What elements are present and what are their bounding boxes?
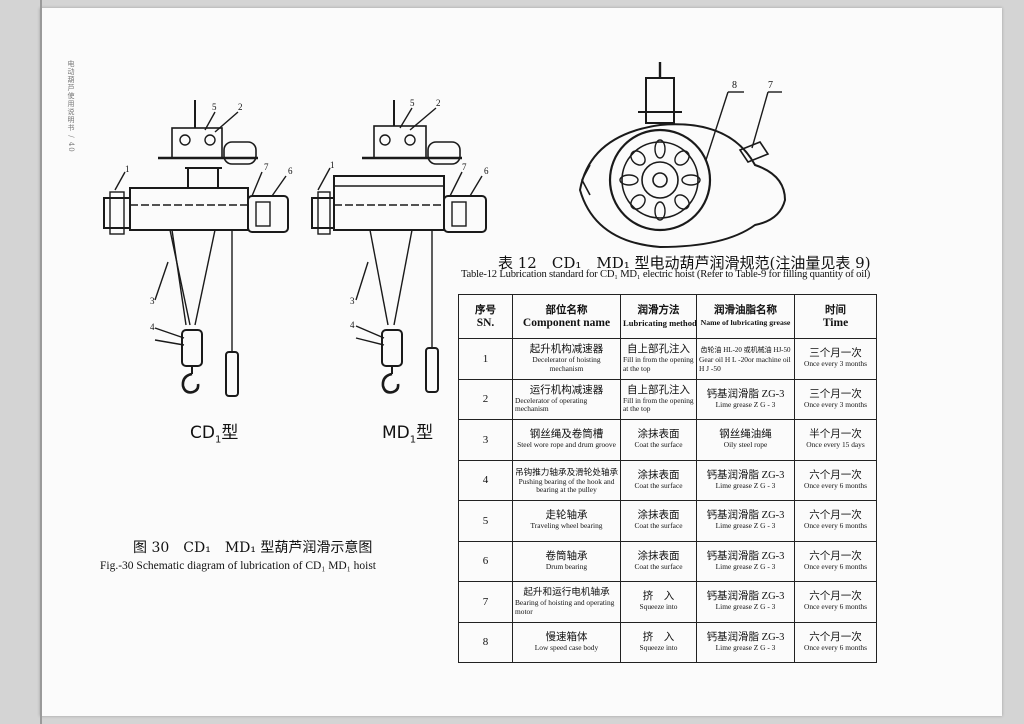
figure-caption-cn: 图 30 CD₁ MD₁ 型葫芦润滑示意图 [133, 540, 373, 556]
cell-sn: 6 [458, 540, 513, 582]
end-view-callout-numbers: 8 7 [732, 80, 773, 91]
md1-hoist-drawing [311, 100, 487, 394]
callout-7: 7 [462, 162, 467, 172]
cd1-hoist-drawing [103, 100, 289, 397]
callout-7: 7 [768, 80, 773, 91]
cell-sn: 4 [458, 459, 513, 501]
md1-callout-numbers: 1 5 2 7 6 3 4 [330, 98, 489, 330]
cell-sn: 2 [458, 378, 513, 420]
callout-6: 6 [288, 166, 293, 176]
callout-4: 4 [150, 322, 155, 332]
callout-1: 1 [125, 164, 130, 174]
callout-8: 8 [732, 80, 737, 91]
cd1-model-label: CD1型 [190, 423, 239, 446]
callout-5: 5 [212, 102, 217, 112]
cell-sn: 5 [458, 500, 513, 542]
cell-sn: 3 [458, 419, 513, 461]
end-view-drawing [578, 62, 787, 249]
callout-5: 5 [410, 98, 415, 108]
callout-2: 2 [238, 102, 243, 112]
callout-1: 1 [330, 160, 335, 170]
side-note: 电动葫芦使用说明书 / 40 [67, 60, 75, 153]
table-title-en: Table-12 Lubrication standard for CD₁ MD… [461, 269, 871, 280]
page-fold-shadow [40, 0, 42, 724]
figure-caption-en: Fig.-30 Schematic diagram of lubrication… [100, 560, 376, 572]
callout-3: 3 [350, 296, 355, 306]
table-title-cn: 表 12 CD₁ MD₁ 型电动葫芦润滑规范(注油量见表 9) [498, 254, 871, 272]
cell-sn: 8 [458, 621, 513, 663]
callout-7: 7 [264, 162, 269, 172]
callout-4: 4 [350, 320, 355, 330]
callout-3: 3 [150, 296, 155, 306]
cell-sn: 7 [458, 581, 513, 623]
callout-6: 6 [484, 166, 489, 176]
md1-model-label: MD1型 [382, 423, 434, 446]
callout-2: 2 [436, 98, 441, 108]
cd1-callout-numbers: 1 5 2 7 6 3 4 [125, 102, 293, 332]
cell-sn: 1 [458, 338, 513, 380]
